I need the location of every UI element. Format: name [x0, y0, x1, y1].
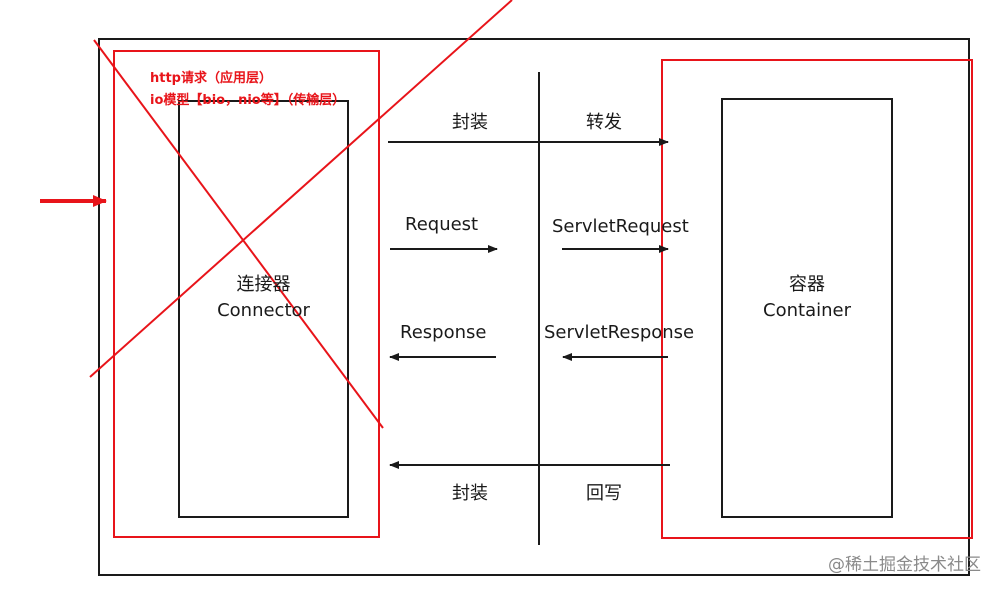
- annotation-note: http请求（应用层） io模型【bio，nio等】（传输层）: [150, 68, 345, 112]
- label-write-back: 回写: [586, 483, 622, 504]
- container-title-cn: 容器: [789, 274, 825, 295]
- label-response: Response: [400, 322, 487, 343]
- cross-line-1: [93, 39, 384, 429]
- connector-highlight-box: [113, 50, 380, 538]
- tomcat-outer-box: [98, 38, 970, 576]
- container-highlight-box: [661, 59, 973, 539]
- label-encapsulate-bottom: 封装: [452, 483, 488, 504]
- label-servlet-response: ServletResponse: [544, 322, 695, 343]
- label-servlet-request: ServletRequest: [552, 216, 689, 237]
- container-box: [721, 98, 893, 518]
- connector-box: [178, 100, 349, 518]
- connector-title-cn: 连接器: [236, 274, 291, 295]
- connector-title: 连接器 Connector: [178, 272, 349, 324]
- container-title: 容器 Container: [721, 272, 893, 324]
- label-encapsulate-top: 封装: [452, 112, 488, 133]
- cross-line-2: [89, 0, 513, 378]
- label-request: Request: [405, 214, 479, 235]
- label-forward: 转发: [586, 112, 622, 133]
- connector-title-en: Connector: [217, 300, 310, 321]
- annotation-line-1: http请求（应用层）: [150, 71, 272, 86]
- annotation-line-2: io模型【bio，nio等】（传输层）: [150, 93, 346, 108]
- container-title-en: Container: [763, 300, 851, 321]
- watermark: @稀土掘金技术社区: [828, 555, 981, 575]
